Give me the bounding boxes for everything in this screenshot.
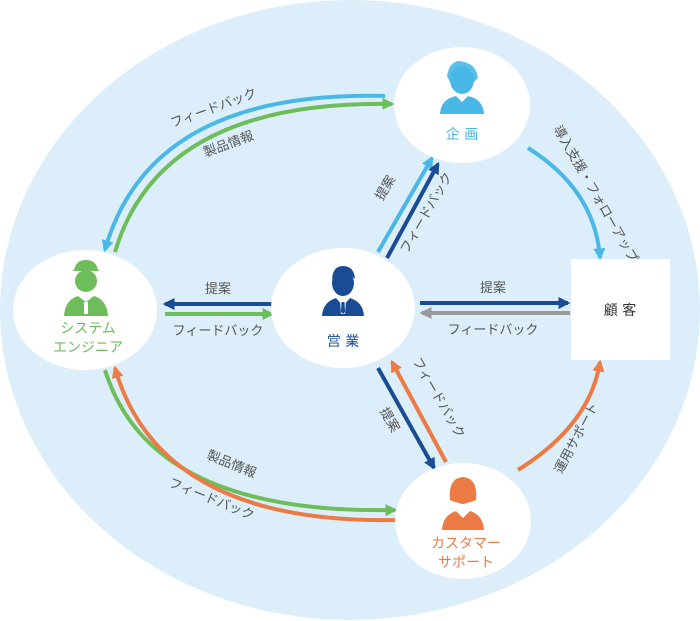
node-sales-label: 営 業	[327, 334, 359, 350]
edge-proposal-sales-to-plan	[376, 155, 434, 253]
node-support-label-line2: サポート	[438, 555, 494, 571]
edge-support-to-customer	[516, 359, 605, 472]
node-engineer-label-line2: エンジニア	[53, 340, 123, 356]
node-support-label-line1: カスタマー	[431, 536, 501, 552]
node-planning: 企 画	[394, 47, 530, 163]
worker-cap-icon	[64, 260, 108, 316]
node-customer-box	[571, 259, 670, 360]
edge-feedback-eng-to-plan	[101, 93, 386, 253]
edge-proposal-sales-to-support	[376, 367, 436, 471]
label-sales-eng-feedback: フィードバック	[173, 324, 264, 339]
node-customer-label: 顧 客	[604, 302, 636, 319]
edge-product-info-eng-to-plan	[113, 97, 395, 253]
label-sales-customer-proposal: 提案	[480, 280, 506, 296]
businessman-icon	[322, 266, 364, 316]
node-planning-label: 企 画	[446, 126, 478, 143]
woman-icon	[442, 477, 484, 530]
label-sales-customer-feedback: フィードバック	[448, 323, 539, 338]
edge-feedback-support-to-sales	[390, 359, 448, 463]
node-customer: 顧 客	[571, 259, 670, 360]
node-support: カスタマー サポート	[395, 463, 531, 579]
edge-feedback-support-to-eng	[111, 365, 399, 523]
edge-plan-to-customer	[526, 146, 606, 261]
person-icon	[440, 61, 484, 114]
label-sales-eng-proposal: 提案	[205, 281, 231, 297]
node-engineer-label-line1: システム	[60, 321, 116, 337]
node-sales: 営 業	[271, 248, 415, 368]
node-engineer: システム エンジニア	[13, 250, 157, 370]
edge-feedback-sales-to-plan	[385, 161, 440, 259]
